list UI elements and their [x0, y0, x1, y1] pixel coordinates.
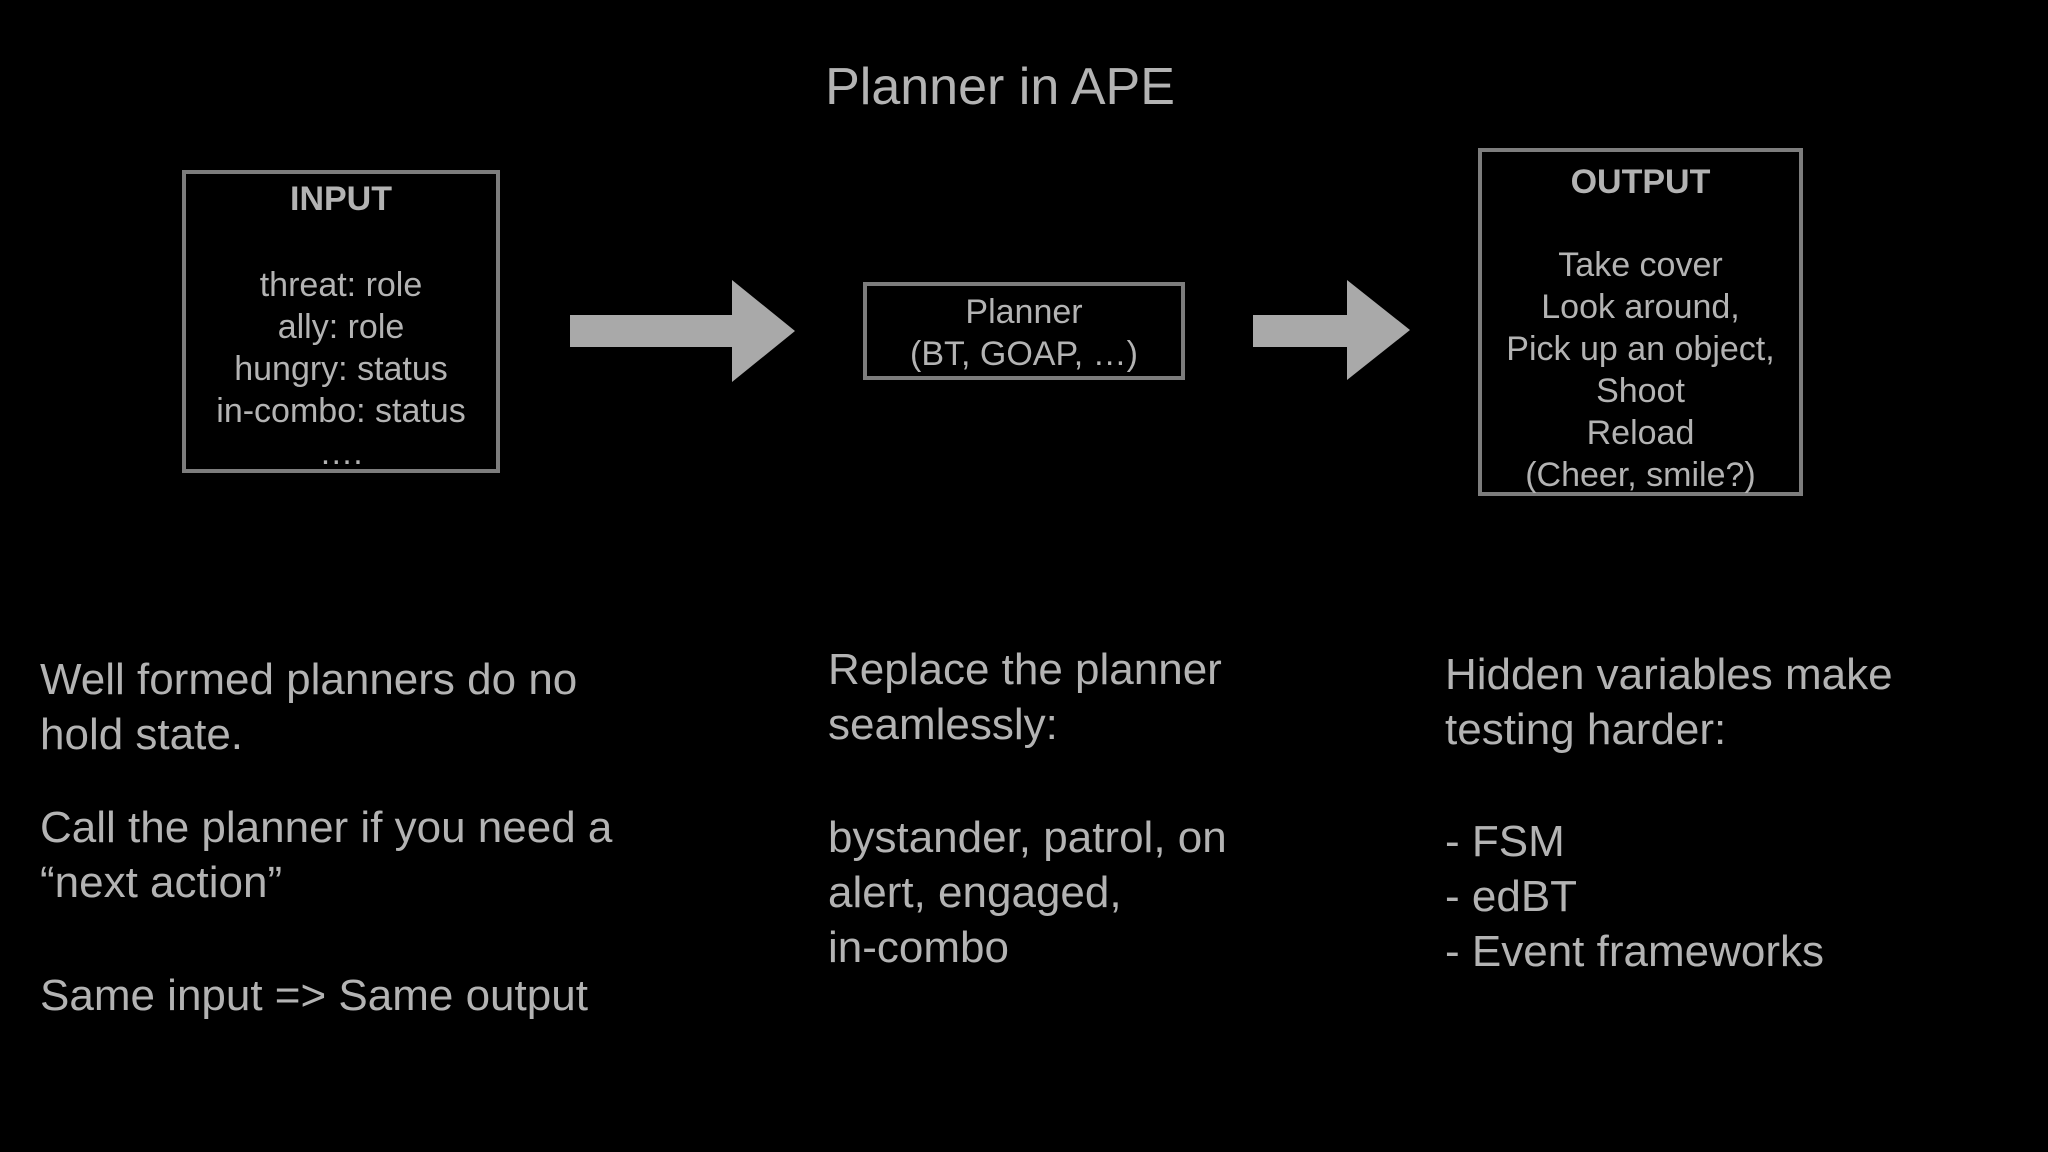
arrow-right-icon	[1253, 280, 1410, 380]
note-right-hidden-variables: Hidden variables make testing harder:	[1445, 650, 1893, 754]
note-left-next-action: Call the planner if you need a “next act…	[40, 803, 613, 907]
arrow-right-shape	[570, 280, 795, 382]
note-left-stateless: Well formed planners do no hold state.	[40, 655, 578, 759]
note-right-frameworks-list: - FSM - edBT - Event frameworks	[1445, 817, 1824, 976]
arrow-right-shape	[1253, 280, 1410, 380]
output-box: OUTPUT Take cover Look around, Pick up a…	[1478, 148, 1803, 496]
output-box-lines: Take cover Look around, Pick up an objec…	[1506, 246, 1775, 494]
note-middle-replace-planner: Replace the planner seamlessly:	[828, 645, 1222, 749]
input-box-lines: threat: role ally: role hungry: status i…	[216, 266, 466, 472]
slide-title: Planner in APE	[825, 58, 1175, 116]
planner-box-lines: Planner (BT, GOAP, …)	[910, 293, 1138, 373]
input-box-heading: INPUT	[290, 180, 392, 218]
output-box-heading: OUTPUT	[1570, 163, 1711, 201]
note-left-same-input-output: Same input => Same output	[40, 971, 588, 1020]
arrow-right-icon	[570, 280, 795, 382]
note-middle-planner-states: bystander, patrol, on alert, engaged, in…	[828, 813, 1227, 972]
planner-box: Planner (BT, GOAP, …)	[863, 282, 1185, 380]
input-box: INPUT threat: role ally: role hungry: st…	[182, 170, 500, 473]
